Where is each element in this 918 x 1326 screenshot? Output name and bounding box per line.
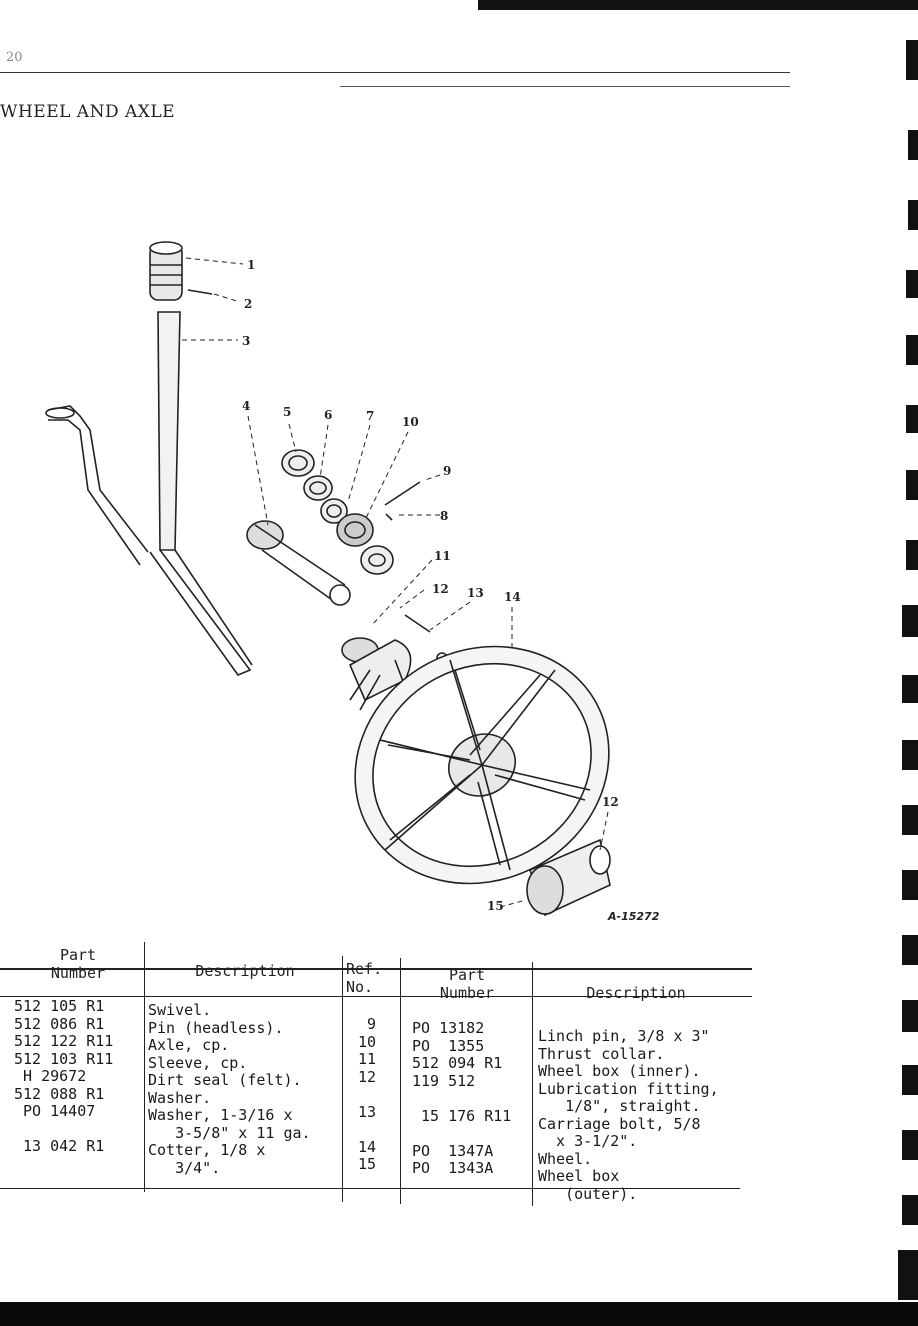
swivel-part: [149, 241, 183, 301]
cotter-part: [385, 513, 393, 521]
page-number: 20: [6, 50, 23, 65]
ref-numbers: 9 10 11 12 13 14 15: [358, 1015, 377, 1173]
callout-3: 3: [242, 334, 250, 348]
header-part-number-2: Part Number: [439, 966, 495, 1002]
callout-7: 7: [366, 409, 374, 423]
table-header-rule: [0, 996, 752, 997]
callout-9: 9: [443, 464, 451, 478]
left-descriptions: Swivel. Pin (headless). Axle, cp. Sleeve…: [148, 1001, 311, 1177]
header-description-2: Description: [586, 984, 686, 1002]
scan-shadow-bottom: [0, 1302, 918, 1326]
linch-pin-part: [384, 481, 421, 506]
callout-4: 4: [242, 399, 250, 413]
pin-part: [187, 289, 213, 295]
section-title: WHEEL AND AXLE: [0, 102, 176, 122]
right-part-numbers: PO 13182 PO 1355 512 094 R1 119 512 15 1…: [412, 1019, 512, 1177]
dirt-seal-part: [281, 449, 315, 477]
sleeve-part: [246, 520, 351, 606]
callout-2: 2: [244, 297, 252, 311]
right-descriptions: Linch pin, 3/8 x 3" Thrust collar. Wheel…: [538, 1027, 719, 1203]
callout-8: 8: [440, 509, 448, 523]
wheel-box-outer-part: [526, 838, 611, 917]
callout-5: 5: [283, 405, 291, 419]
header-rule-secondary: [340, 86, 790, 87]
callout-15: 15: [487, 899, 504, 913]
header-part-number: Part Number: [50, 946, 106, 982]
col-divider: [342, 956, 343, 1202]
callout-12: 12: [432, 582, 449, 596]
callout-6: 6: [324, 408, 332, 422]
thrust-collar-part: [336, 513, 374, 547]
col-divider: [144, 942, 145, 1192]
scan-shadow-top: [478, 0, 918, 10]
table-bottom-rule: [0, 1188, 740, 1189]
table-top-rule: [0, 968, 752, 970]
header-ref-no: Ref. No.: [346, 960, 383, 996]
callout-13: 13: [467, 586, 484, 600]
callout-1: 1: [247, 258, 255, 272]
washer-part: [303, 475, 333, 501]
header-description: Description: [195, 962, 295, 980]
axle-part: [45, 311, 253, 676]
left-part-numbers: 512 105 R1 512 086 R1 512 122 R11 512 10…: [14, 997, 114, 1155]
col-divider: [400, 958, 401, 1204]
header-rule: [0, 72, 790, 73]
wheel-part: [354, 645, 610, 885]
washer-part-3: [360, 545, 394, 575]
figure-id: A-15272: [608, 910, 660, 923]
parts-table: Part Number Description Ref. No. Part Nu…: [0, 936, 752, 1220]
binder-holes: [898, 40, 918, 1300]
carriage-bolt-part: [404, 614, 431, 633]
callout-11: 11: [434, 549, 451, 563]
callout-14: 14: [504, 590, 521, 604]
col-divider: [532, 962, 533, 1206]
exploded-parts-diagram: 1 2 3 4 5 6 7 10 9 8 11 12 13 14 12 15: [45, 241, 619, 917]
callout-12b: 12: [602, 795, 619, 809]
washer-part-2: [320, 498, 348, 524]
callout-10: 10: [402, 415, 419, 429]
